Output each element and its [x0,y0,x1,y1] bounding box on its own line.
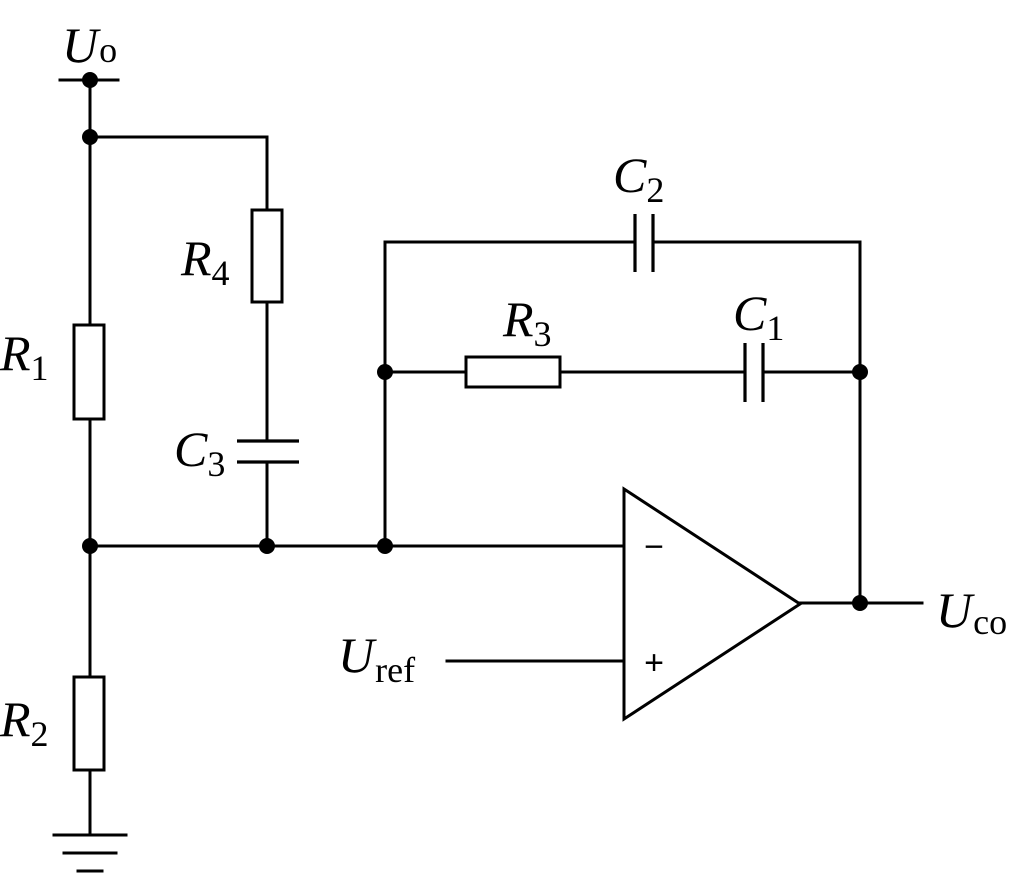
junction-dot-c1-right [852,364,868,380]
junction-dot-output [852,595,868,611]
junction-dot-top [82,129,98,145]
resistor-r2 [72,675,106,772]
resistor-r3 [464,355,562,389]
label-uref: Uref [338,627,415,690]
resistor-r1 [72,323,106,421]
label-uo: Uo [62,17,117,73]
junction-dot-c3 [259,538,275,554]
label-r3: R3 [502,291,552,354]
junction-dot-feedback-bottom [377,538,393,554]
label-c3: C3 [174,421,225,484]
label-c1: C1 [733,285,784,348]
label-uco: Uco [936,582,1007,642]
label-c2: C2 [613,147,664,210]
opamp-plus-sign: + [644,644,664,682]
label-r2: R2 [0,691,49,754]
junction-dot-uo [82,72,98,88]
junction-dot-r1-r2 [82,538,98,554]
label-r4: R4 [180,230,230,293]
resistor-r4 [250,208,284,304]
junction-dot-r3-left [377,364,393,380]
opamp-triangle [622,486,803,722]
opamp-minus-sign: − [644,528,664,566]
label-r1: R1 [0,325,49,388]
